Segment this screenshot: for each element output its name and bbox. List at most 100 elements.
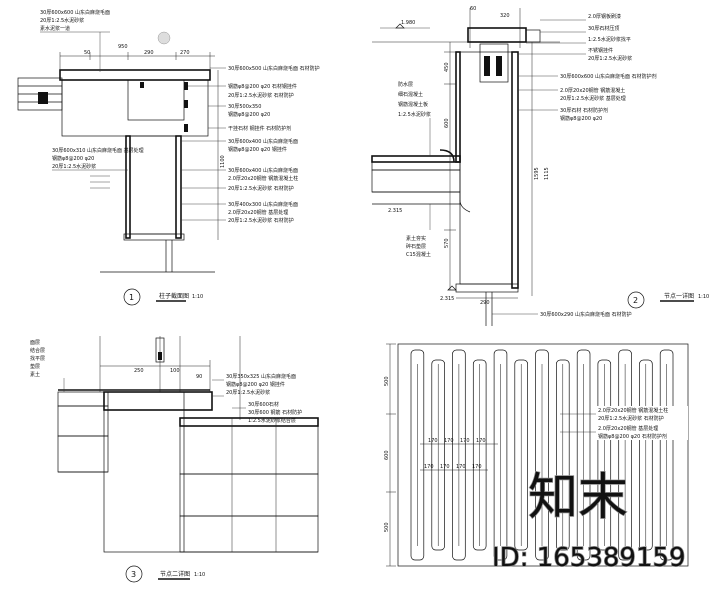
detail-1-left-notes: 30厚600x310 山东白麻烧毛面 基层处理 钢筋φ8@200 φ20 20厚… — [52, 147, 144, 189]
note-d2-r-4: 钢筋φ8@200 φ20 — [560, 115, 602, 122]
screen-bar — [556, 359, 570, 551]
dim-d4-side-2: 600 — [384, 450, 390, 460]
note-d1-r-2: 20厚1:2.5水泥砂浆 石材防护 — [228, 92, 294, 99]
note-d1-top-3: 素水泥浆一道 — [40, 25, 70, 32]
column-stone-left — [125, 135, 131, 239]
note-d4-3: 钢筋φ8@200 φ20 石材防护剂 — [598, 433, 667, 440]
window-frame — [17, 77, 63, 111]
detail-2-wall-section: 60 320 1.980 — [371, 6, 709, 326]
detail-3-pavement-section: 250 100 90 30厚350x325 山 — [30, 336, 319, 583]
dim-top-4: 270 — [180, 50, 190, 56]
detail-3-number: 3 — [131, 570, 136, 579]
wall-concrete — [459, 51, 513, 285]
note-d3-r-5: 1:2.5水泥砂浆结合层 — [248, 417, 296, 424]
note-d1-r-0: 30厚600x500 山东白麻烧毛面 石材防护 — [228, 65, 320, 72]
note-d4-2: 2.0厚20x20钢管 基层处理 — [598, 425, 658, 432]
note-d1-r-3: 30厚500x350 — [228, 104, 261, 110]
screen-bar — [618, 349, 632, 561]
dim-d2-side-4: 1115 — [544, 167, 550, 180]
note-d1-r-11: 30厚400x300 山东白麻烧毛面 — [228, 201, 298, 208]
detail-1-top-dimensions: 50 950 290 270 1100 — [59, 31, 226, 240]
screen-bar — [514, 359, 528, 551]
detail-1-top-notes: 30厚600x600 山东白麻烧毛面 20厚1:2.5水泥砂浆 素水泥浆一道 — [40, 9, 110, 72]
note-d1-r-6: 30厚600x400 山东白麻烧毛面 — [228, 138, 298, 145]
note-d1-top-1: 30厚600x600 山东白麻烧毛面 — [40, 9, 110, 16]
wall-stone-cladding-left — [455, 51, 461, 163]
dim-d4-row-6: 170 — [456, 464, 466, 470]
note-d4-0: 2.0厚20x20钢管 钢筋混凝土柱 — [598, 407, 668, 414]
step-coping — [103, 391, 213, 411]
detail-3-left-notes: 面层 结合层 找平层 垫层 素土 — [30, 340, 65, 392]
note-d2-t-0: 2.0厚钢板刷漆 — [588, 13, 621, 20]
cap-inner-block — [127, 79, 185, 121]
level-d2-top: 1.980 — [401, 20, 415, 26]
dim-d4-row-5: 170 — [440, 464, 450, 470]
detail-1-scale: 1:10 — [192, 294, 203, 300]
dim-d2-side-1: 450 — [444, 62, 450, 72]
detail-1-title: 柱子截面图 — [159, 292, 189, 300]
detail-2-title-block: 2 节点一详图 1:10 — [627, 291, 709, 309]
dim-d2-side-3: 1595 — [534, 167, 540, 180]
dim-d4-side-3: 500 — [384, 522, 390, 532]
wall-block — [103, 391, 185, 553]
screen-bar — [659, 349, 674, 561]
note-d1-r-7: 钢筋φ8@200 φ20 钢挂件 — [228, 146, 287, 153]
anchor-bolts — [140, 82, 188, 132]
note-d1-l-0: 30厚600x310 山东白麻烧毛面 基层处理 — [52, 147, 144, 154]
note-d3-l-2: 找平层 — [30, 355, 45, 362]
screen-bar — [472, 359, 487, 551]
note-d3-l-4: 素土 — [30, 371, 40, 378]
wall-stone-cladding — [511, 51, 519, 289]
dim-d4-side-1: 500 — [384, 376, 390, 386]
screen-bar — [535, 349, 549, 561]
screen-bar — [410, 349, 425, 561]
dim-d4-row-7: 170 — [472, 464, 482, 470]
screen-frame — [397, 343, 689, 567]
dim-top-1: 50 — [84, 50, 90, 56]
detail-1-title-block: 1 柱子截面图 1:10 — [123, 288, 203, 306]
note-d1-r-4: 钢筋φ8@200 φ20 — [228, 111, 270, 118]
dim-top-2: 950 — [118, 44, 128, 50]
detail-4-row-dimensions: 170 170 170 170 170 170 170 170 — [420, 438, 498, 471]
stone-cap — [59, 69, 211, 81]
note-d3-r-1: 钢筋φ8@200 φ20 钢挂件 — [226, 381, 285, 388]
dim-d2-side-2: 600 — [444, 118, 450, 128]
detail-3-title-block: 3 节点二详图 1:10 — [125, 565, 205, 583]
note-d1-l-1: 钢筋φ8@200 φ20 — [52, 155, 94, 162]
dim-d2-top-2: 320 — [500, 13, 510, 19]
screen-bar — [597, 359, 612, 551]
detail-4-screen-elevation: 500 600 500 170 170 170 170 170 170 170 … — [384, 343, 689, 567]
floor-slab — [371, 149, 471, 213]
dim-d4-row-2: 170 — [460, 438, 470, 444]
note-d3-r-4: 30厚600 钢筋 石材防护 — [248, 409, 302, 416]
dim-side-height: 1100 — [220, 155, 226, 168]
dim-d3-top-1: 250 — [134, 368, 144, 374]
note-d2-l-3: 1:2.5水泥砂浆 — [398, 111, 431, 118]
coping-stone — [467, 27, 541, 83]
note-d2-t-3: 不锈钢挂件 — [588, 47, 613, 54]
note-d1-r-9: 2.0厚20x20钢管 钢筋混凝土柱 — [228, 175, 298, 182]
note-d2-r-1: 2.0厚20x20钢管 钢筋混凝土 — [560, 87, 625, 94]
note-d3-l-0: 面层 — [30, 340, 40, 346]
note-d2-t-1: 30厚石材压顶 — [588, 25, 619, 32]
detail-3-top-dimensions: 250 100 90 — [99, 336, 241, 420]
detail-2-top-notes: 2.0厚钢板刷漆 30厚石材压顶 1:2.5水泥砂浆找平 不锈钢挂件 20厚1:… — [518, 13, 632, 62]
note-d1-l-2: 20厚1:2.5水泥砂浆 — [52, 163, 96, 170]
detail-4-side-dimensions: 500 600 500 — [384, 343, 396, 567]
detail-2-scale: 1:10 — [698, 294, 709, 300]
note-d2-t-4: 20厚1:2.5水泥砂浆 — [588, 55, 632, 62]
detail-2-number: 2 — [633, 296, 638, 305]
watermark: 知末 ID: 165389159 — [491, 467, 686, 573]
note-d2-r-3: 30厚石材 石材防护剂 — [560, 107, 608, 114]
detail-3-title: 节点二详图 — [160, 570, 190, 578]
note-d3-l-1: 结合层 — [30, 347, 45, 354]
note-d2-l-4: 素土夯实 — [406, 235, 426, 242]
dim-d4-row-0: 170 — [428, 438, 438, 444]
screen-bars — [410, 349, 674, 561]
note-d3-l-3: 垫层 — [30, 363, 40, 370]
level-d2-bottom: 2.315 — [440, 296, 454, 302]
note-d1-r-8: 30厚600x400 山东白麻烧毛面 — [228, 167, 298, 174]
note-d3-r-3: 30厚600石材 — [248, 401, 279, 408]
pavement-layers-right — [179, 417, 319, 553]
